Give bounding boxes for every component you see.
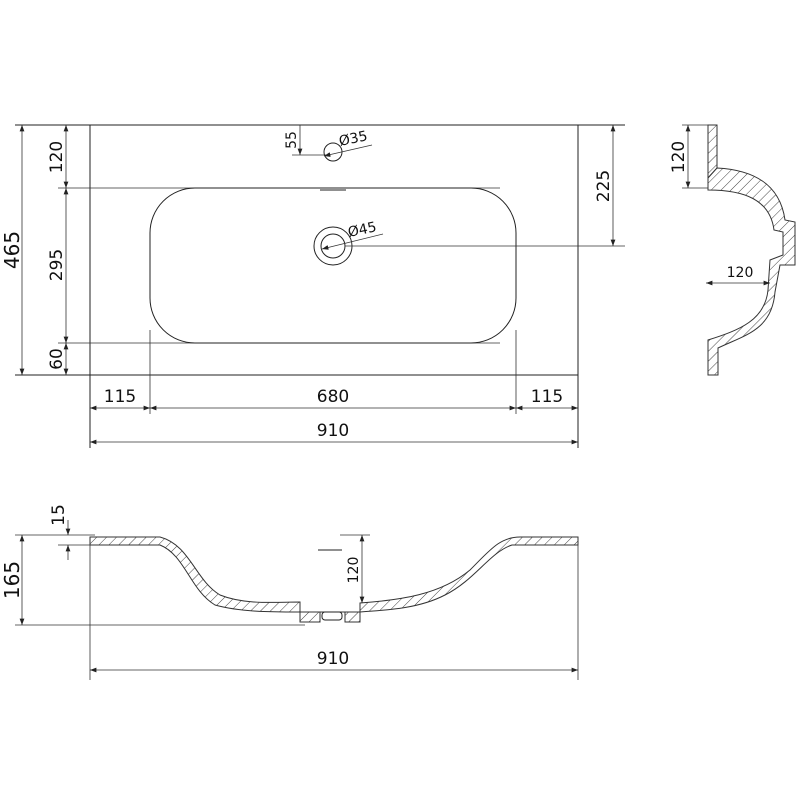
dim-115-right-label: 115 — [531, 387, 563, 407]
dim-295-label: 295 — [47, 249, 67, 281]
dim-120-label: 120 — [47, 141, 67, 173]
drain-diameter-leader — [321, 233, 384, 250]
dim-overflow-120-label: 120 — [346, 557, 362, 584]
drain-diameter-label: Ø45 — [347, 219, 379, 241]
tap-diameter-leader — [323, 144, 373, 157]
dim-910-label: 910 — [317, 421, 349, 441]
basin-section — [89, 536, 579, 623]
dim-165-label: 165 — [0, 561, 24, 599]
dim-60-label: 60 — [47, 348, 67, 370]
dim-15-label: 15 — [49, 504, 69, 526]
dim-side-120-label: 120 — [669, 141, 689, 173]
dim-115-left-label: 115 — [104, 387, 136, 407]
basin-outline — [149, 187, 517, 344]
dim-front-910-label: 910 — [317, 649, 349, 669]
dim-680-label: 680 — [317, 387, 349, 407]
top-view: 465 120 295 60 55 225 Ø35 Ø45 115 680 11… — [0, 124, 625, 448]
dim-side-bowl-label: 120 — [727, 265, 754, 281]
side-view: 120 120 — [669, 124, 796, 376]
dim-55-label: 55 — [284, 131, 300, 149]
dim-465-label: 465 — [0, 231, 24, 269]
bowl-section — [707, 167, 796, 376]
front-section: 165 15 120 910 — [0, 504, 579, 680]
tap-diameter-label: Ø35 — [338, 128, 370, 150]
dim-225-label: 225 — [594, 170, 614, 202]
drain-section — [321, 611, 343, 621]
